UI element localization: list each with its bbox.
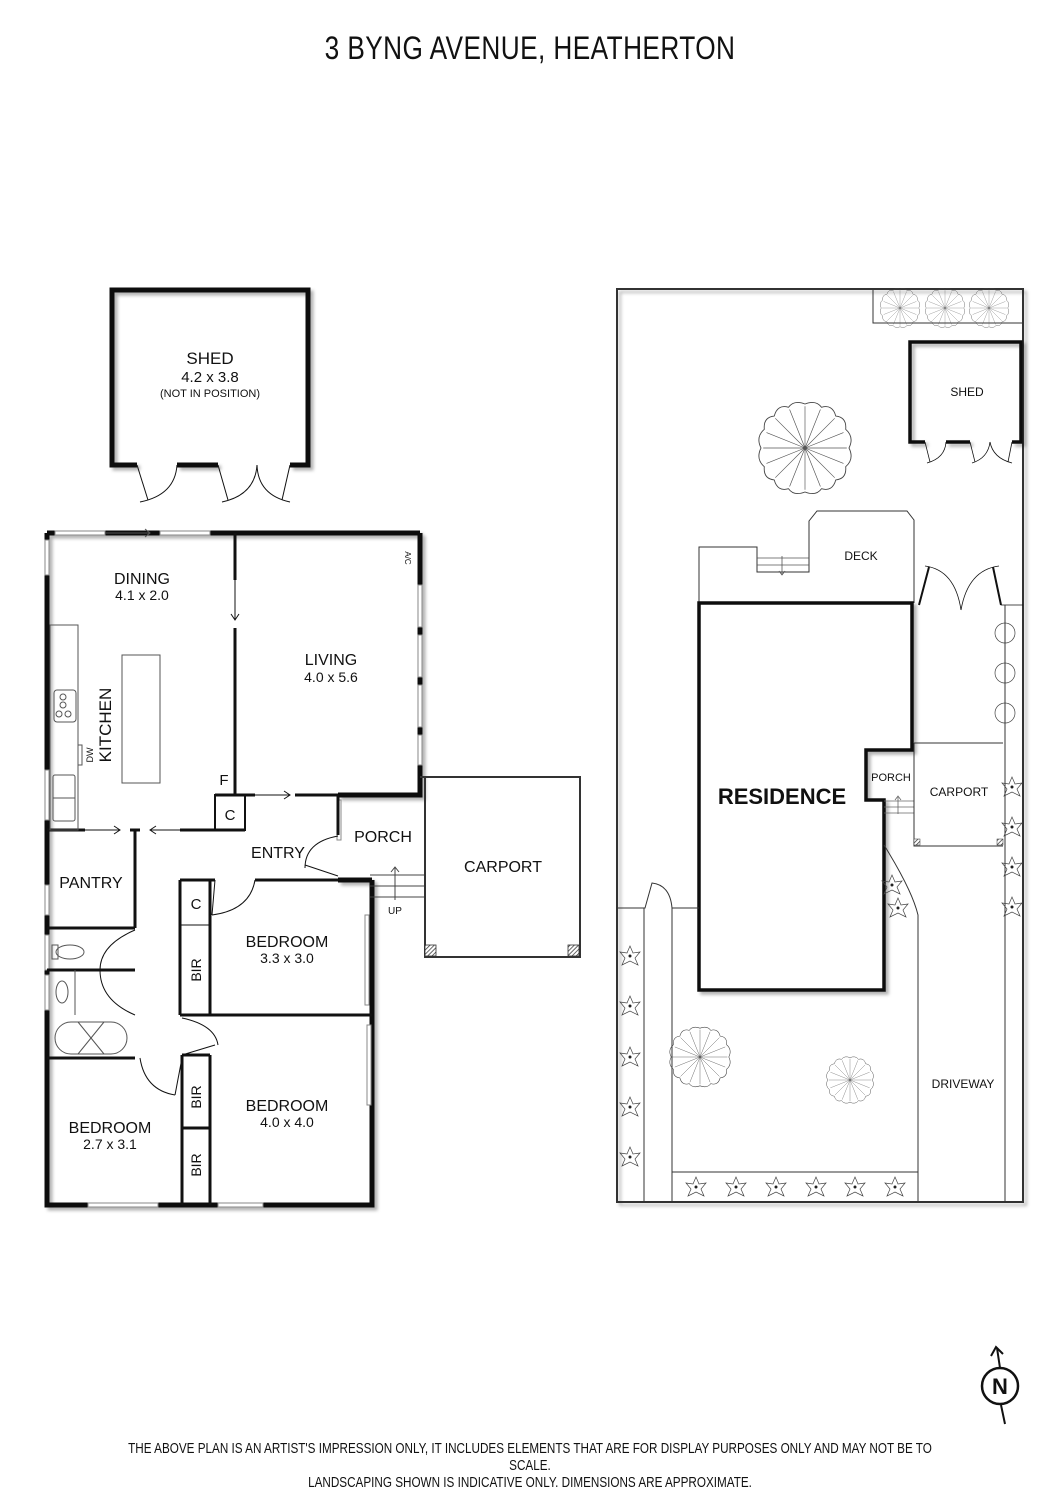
label-dishwasher: DW bbox=[85, 747, 95, 762]
svg-text:4.0 x 5.6: 4.0 x 5.6 bbox=[304, 669, 358, 685]
site-label-residence: RESIDENCE bbox=[718, 784, 846, 809]
shed-doors bbox=[136, 464, 291, 503]
north-compass-icon bbox=[980, 1345, 1020, 1425]
disclaimer-line-2: LANDSCAPING SHOWN IS INDICATIVE ONLY. DI… bbox=[308, 1474, 752, 1491]
label-bir-3: BIR bbox=[188, 1153, 204, 1176]
disclaimer: THE ABOVE PLAN IS AN ARTIST'S IMPRESSION… bbox=[117, 1440, 944, 1491]
deck-outline bbox=[698, 510, 915, 603]
site-label-deck: DECK bbox=[844, 549, 877, 563]
svg-text:4.1 x 2.0: 4.1 x 2.0 bbox=[115, 587, 169, 603]
carport-outline bbox=[424, 776, 581, 958]
site-label-porch: PORCH bbox=[871, 772, 911, 784]
shed-outline bbox=[109, 287, 311, 468]
disclaimer-line-1: THE ABOVE PLAN IS AN ARTIST'S IMPRESSION… bbox=[128, 1440, 932, 1474]
page-title: 3 BYNG AVENUE, HEATHERTON bbox=[324, 30, 736, 66]
label-dining: DINING bbox=[114, 571, 170, 588]
label-bedroom-2: BEDROOM bbox=[246, 1098, 329, 1115]
svg-text:3.3 x 3.0: 3.3 x 3.0 bbox=[260, 950, 314, 966]
label-bedroom-1: BEDROOM bbox=[246, 934, 329, 951]
site-carport-outline bbox=[913, 742, 1003, 847]
label-bedroom-3: BEDROOM bbox=[69, 1120, 152, 1137]
label-kitchen: KITCHEN bbox=[96, 688, 115, 763]
svg-text:4.0 x 4.0: 4.0 x 4.0 bbox=[260, 1114, 314, 1130]
label-bir-2: BIR bbox=[188, 1085, 204, 1108]
site-boundary bbox=[616, 288, 1024, 1203]
label-carport: CARPORT bbox=[464, 859, 542, 876]
label-entry: ENTRY bbox=[251, 845, 305, 862]
label-cupboard: C bbox=[225, 807, 236, 824]
label-porch: PORCH bbox=[354, 829, 412, 846]
label-bir-1: BIR bbox=[188, 958, 204, 981]
site-label-driveway: DRIVEWAY bbox=[932, 1077, 995, 1091]
label-ac: A/C bbox=[403, 551, 412, 565]
label-pantry: PANTRY bbox=[59, 875, 123, 892]
site-label-shed: SHED bbox=[950, 385, 984, 399]
site-label-carport: CARPORT bbox=[930, 785, 989, 799]
label-up: UP bbox=[388, 906, 402, 917]
interior-walls bbox=[47, 533, 372, 1205]
svg-text:4.2 x 3.8: 4.2 x 3.8 bbox=[181, 369, 239, 386]
label-living: LIVING bbox=[305, 652, 357, 669]
residence-outline bbox=[697, 601, 914, 992]
svg-text:2.7 x 3.1: 2.7 x 3.1 bbox=[83, 1136, 137, 1152]
label-cupboard-2: C bbox=[191, 896, 202, 913]
label-shed: SHED bbox=[186, 349, 233, 368]
compass-label: N bbox=[992, 1374, 1008, 1399]
label-fridge: F bbox=[219, 772, 228, 789]
svg-text:(NOT IN POSITION): (NOT IN POSITION) bbox=[160, 388, 260, 400]
